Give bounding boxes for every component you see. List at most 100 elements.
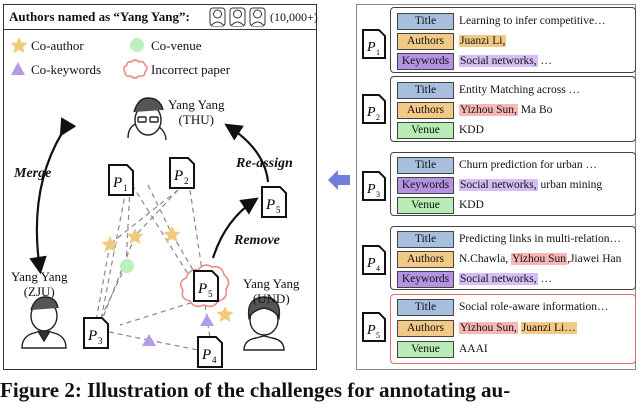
field-label: Keywords [397,271,454,288]
svg-text:1: 1 [123,183,128,193]
field-label: Keywords [397,53,454,70]
field-value: Social networks, … [459,273,553,285]
svg-text:3: 3 [98,336,103,346]
svg-text:P: P [201,347,211,363]
field-value: Yizhou Sun, Juanzi Li… [459,320,639,337]
svg-text:P: P [366,40,376,55]
reassign-arrow [224,123,270,183]
field-value: Predicting links in multi-relation… [459,233,621,245]
svg-text:2: 2 [184,176,189,186]
field-label: Authors [397,251,454,268]
field-label: Title [397,157,454,174]
venue-dot-icon [130,38,144,52]
person-und-icon [243,296,285,351]
field-value: Learning to infer competitive… [459,15,606,27]
highlight-coauthor: Yizhou Sun, [459,104,518,116]
transfer-arrow-icon [328,170,350,190]
legend-incorrect-paper: Incorrect paper [151,62,231,77]
legend-co-author: Co-author [31,38,84,53]
panel-header: Authors named as “Yang Yang”: [9,9,190,24]
triangle-icon [11,62,25,75]
star-icon [163,226,181,242]
field-value: KDD [459,199,484,211]
highlight-keywords: Social networks, [459,273,538,285]
venue-dot-icon [120,259,134,273]
field-value: Yizhou Sun, Ma Bo [459,104,553,116]
svg-text:P: P [366,182,376,197]
field-label: Venue [397,122,454,139]
person-und-label: Yang Yang(UND) [243,276,300,306]
star-icon [216,306,234,322]
highlight-keywords: Social networks, [459,55,538,67]
field-label: Authors [397,102,454,119]
svg-text:5: 5 [208,289,213,299]
svg-text:P: P [366,256,376,271]
header-divider [3,29,317,30]
avatar-icon [209,7,266,27]
star-icon [101,236,119,252]
highlight-coauthor: Yizhou Sun, [459,322,518,334]
svg-text:P: P [173,168,183,184]
field-label: Title [397,299,454,316]
field-label: Venue [397,341,454,358]
field-value: Social networks, … [459,55,553,67]
svg-text:P: P [87,328,97,344]
field-label: Title [397,82,454,99]
svg-text:P: P [197,281,207,297]
field-value: Entity Matching across … [459,84,581,96]
field-label: Authors [397,33,454,50]
field-value: Social networks, urban mining [459,179,603,191]
field-label: Authors [397,320,454,337]
svg-text:5: 5 [276,205,281,215]
paper-card-p4[interactable]: Title Predicting links in multi-relation…… [390,226,636,290]
remove-label: Remove [234,233,280,248]
svg-text:4: 4 [376,264,380,273]
field-label: Title [397,231,454,248]
svg-text:P: P [366,323,376,338]
field-value: Juanzi Li, [459,33,639,50]
triangle-icon [200,314,214,326]
person-thu-icon [127,97,167,141]
svg-text:3: 3 [376,190,380,199]
person-zju-label: Yang Yang(ZJU) [11,269,68,299]
author-graph-panel [3,4,317,370]
relation-edges [95,184,211,351]
figure-caption: Figure 2: Illustration of the challenges… [0,378,511,402]
paper-card-p1[interactable]: Title Learning to infer competitive… Auth… [390,7,636,73]
star-icon [126,228,144,244]
field-value: AAAI [459,343,488,355]
person-thu-label: Yang Yang(THU) [168,97,225,127]
star-icon [10,37,28,53]
field-label: Title [397,13,454,30]
svg-text:P: P [265,197,275,213]
highlight-coauthor: Yizhou Sun [511,253,568,265]
triangle-icon [142,334,156,346]
field-value: KDD [459,124,484,136]
paper-card-p2[interactable]: Title Entity Matching across … Authors Yiz… [390,76,636,142]
highlight-keywords: Social networks, [459,179,538,191]
field-label: Venue [397,197,454,214]
author-count: (10,000+) [270,10,318,24]
svg-text:P: P [112,175,122,191]
highlight-coauthor: Juanzi Li… [520,322,577,334]
highlight-coauthor: Juanzi Li, [459,35,507,47]
svg-text:2: 2 [376,113,380,122]
svg-text:1: 1 [376,48,380,57]
svg-text:4: 4 [212,355,217,365]
merge-label: Merge [14,166,52,181]
